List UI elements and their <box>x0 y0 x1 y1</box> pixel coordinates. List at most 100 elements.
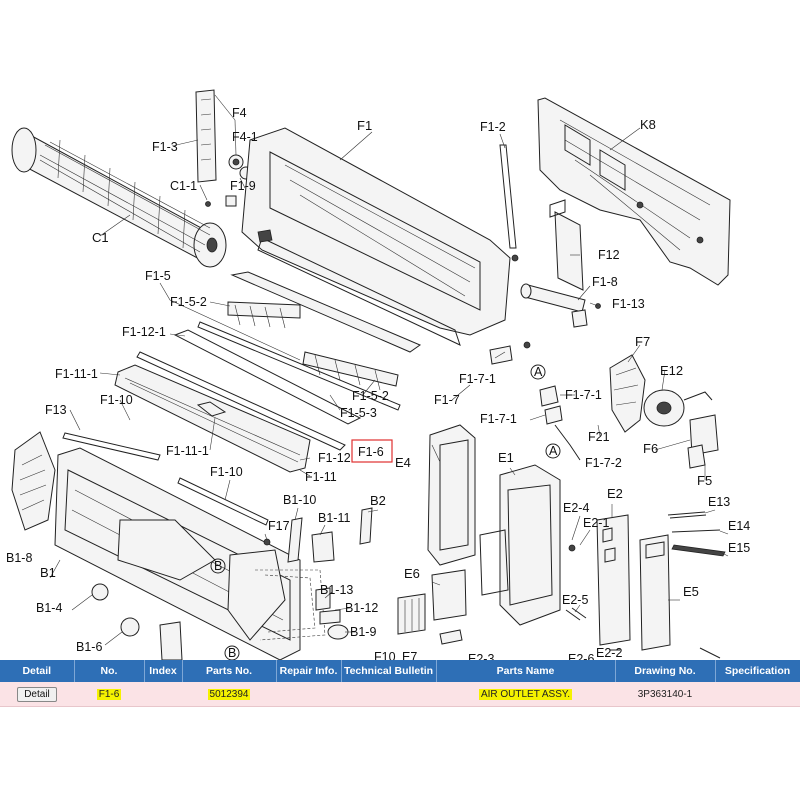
label-f1-9[interactable]: F1-9 <box>230 179 256 193</box>
cell-parts-name: AIR OUTLET ASSY. <box>436 682 615 707</box>
label-f1-10-b[interactable]: F1-10 <box>210 465 243 479</box>
label-b2[interactable]: B2 <box>370 493 386 508</box>
label-f13[interactable]: F13 <box>45 403 67 417</box>
label-f21[interactable]: F21 <box>588 430 610 444</box>
parts-table: Detail No. Index Parts No. Repair Info. … <box>0 660 800 707</box>
part-f1-chassis <box>241 127 511 346</box>
part-e4 <box>427 424 476 566</box>
col-header-detail: Detail <box>0 660 75 682</box>
label-f1-7-1-c[interactable]: F1-7-1 <box>565 388 602 402</box>
label-e12[interactable]: E12 <box>660 363 683 378</box>
label-f1-7-2[interactable]: F1-7-2 <box>585 456 622 470</box>
col-header-parts-name: Parts Name <box>436 660 616 682</box>
label-e14[interactable]: E14 <box>728 519 750 533</box>
label-f1-5[interactable]: F1-5 <box>145 269 171 283</box>
label-f1-3[interactable]: F1-3 <box>152 140 178 154</box>
cell-specification <box>715 682 800 707</box>
col-header-technical-bulletin: Technical Bulletin <box>341 660 437 682</box>
parts-name-highlight: AIR OUTLET ASSY. <box>478 688 573 700</box>
label-b1-4[interactable]: B1-4 <box>36 601 62 615</box>
col-header-repair-info: Repair Info. <box>276 660 342 682</box>
label-f1-12-1[interactable]: F1-12-1 <box>122 325 166 339</box>
label-ref-a-2: A <box>549 444 558 458</box>
leader-lines <box>49 94 729 646</box>
label-k8[interactable]: K8 <box>640 117 656 132</box>
label-b1-9[interactable]: B1-9 <box>350 625 376 639</box>
label-f1-7-1-a[interactable]: F1-7-1 <box>459 372 496 386</box>
cables-e13-e15 <box>667 511 726 557</box>
label-f1-11-1-b[interactable]: F1-11-1 <box>166 444 209 458</box>
label-ref-b-1: B <box>214 559 222 573</box>
exploded-parts-diagram: F1 F1-2 K8 F4 F4-1 F1-3 C1-1 F1-9 C1 F12… <box>6 89 750 660</box>
cell-detail: Detail <box>0 682 74 707</box>
col-header-drawing-no: Drawing No. <box>615 660 716 682</box>
label-f1-5-2-a[interactable]: F1-5-2 <box>170 295 207 309</box>
label-e2-6[interactable]: E2-6 <box>568 652 594 660</box>
label-f1[interactable]: F1 <box>357 118 372 133</box>
diagram-svg: F1 F1-2 K8 F4 F4-1 F1-3 C1-1 F1-9 C1 F12… <box>6 89 750 660</box>
label-e2-4[interactable]: E2-4 <box>563 501 589 515</box>
label-f5[interactable]: F5 <box>697 473 712 488</box>
col-header-index: Index <box>144 660 183 682</box>
label-f7[interactable]: F7 <box>635 334 650 349</box>
part-e2-e5 <box>565 514 721 659</box>
label-e2-1[interactable]: E2-1 <box>583 516 609 530</box>
col-header-no: No. <box>74 660 145 682</box>
label-e13[interactable]: E13 <box>708 495 730 509</box>
label-b1-6[interactable]: B1-6 <box>76 640 102 654</box>
callout-box-f1-6 <box>351 439 393 463</box>
label-e15[interactable]: E15 <box>728 541 750 555</box>
label-b1-13[interactable]: B1-13 <box>320 583 353 597</box>
part-f1-8 <box>520 283 601 328</box>
label-ref-b-2: B <box>228 646 236 660</box>
label-f10[interactable]: F10 <box>374 650 396 660</box>
label-f1-11[interactable]: F1-11 <box>305 470 337 484</box>
label-b1-8[interactable]: B1-8 <box>6 551 32 565</box>
label-b1-11[interactable]: B1-11 <box>318 511 350 525</box>
label-b1[interactable]: B1 <box>40 565 56 580</box>
label-b1-10[interactable]: B1-10 <box>283 493 316 507</box>
label-e2-5[interactable]: E2-5 <box>562 593 588 607</box>
label-f4[interactable]: F4 <box>232 106 247 120</box>
label-f1-7[interactable]: F1-7 <box>434 393 460 407</box>
label-f1-5-2-b[interactable]: F1-5-2 <box>352 389 389 403</box>
label-b1-12[interactable]: B1-12 <box>345 601 378 615</box>
label-c1[interactable]: C1 <box>92 230 109 245</box>
label-f1-2[interactable]: F1-2 <box>480 120 506 134</box>
label-f6[interactable]: F6 <box>643 441 658 456</box>
label-f1-12[interactable]: F1-12 <box>318 451 351 465</box>
label-f1-6[interactable]: F1-6 <box>358 445 384 459</box>
label-e2-2[interactable]: E2-2 <box>596 646 622 660</box>
label-f1-5-3[interactable]: F1-5-3 <box>340 406 377 420</box>
motor-cluster-f7-e12 <box>609 354 719 469</box>
label-e2-3[interactable]: E2-3 <box>468 652 494 660</box>
label-f12[interactable]: F12 <box>598 248 620 262</box>
label-e2[interactable]: E2 <box>607 486 623 501</box>
label-f1-8[interactable]: F1-8 <box>592 275 618 289</box>
cell-parts-no: 5012394 <box>182 682 276 707</box>
table-header-row: Detail No. Index Parts No. Repair Info. … <box>0 660 800 682</box>
part-k8-plate <box>537 97 731 286</box>
table-row[interactable]: Detail F1-6 5012394 AIR OUTLET ASSY. 3P3… <box>0 682 800 707</box>
label-f1-11-1-a[interactable]: F1-11-1 <box>55 367 98 381</box>
label-e1[interactable]: E1 <box>498 450 514 465</box>
louver-assembly <box>197 271 422 411</box>
part-e1-control-box <box>479 464 561 626</box>
rods-f1-10 <box>62 432 269 526</box>
detail-button[interactable]: Detail <box>17 686 57 702</box>
label-e6[interactable]: E6 <box>404 566 420 581</box>
label-c1-1[interactable]: C1-1 <box>170 179 197 193</box>
label-e4[interactable]: E4 <box>395 455 411 470</box>
label-f1-7-1-b[interactable]: F1-7-1 <box>480 412 517 426</box>
reference-circles <box>210 364 561 660</box>
label-e5[interactable]: E5 <box>683 584 699 599</box>
label-f1-10-a[interactable]: F1-10 <box>100 393 133 407</box>
label-e7[interactable]: E7 <box>402 650 417 660</box>
label-f4-1[interactable]: F4-1 <box>232 130 258 144</box>
cell-index <box>144 682 182 707</box>
label-f1-13[interactable]: F1-13 <box>612 297 645 311</box>
label-f17[interactable]: F17 <box>268 519 290 533</box>
part-labels: F1 F1-2 K8 F4 F4-1 F1-3 C1-1 F1-9 C1 F12… <box>6 106 750 660</box>
part-e6-e7 <box>397 569 467 645</box>
part-f1-3 <box>195 89 217 183</box>
